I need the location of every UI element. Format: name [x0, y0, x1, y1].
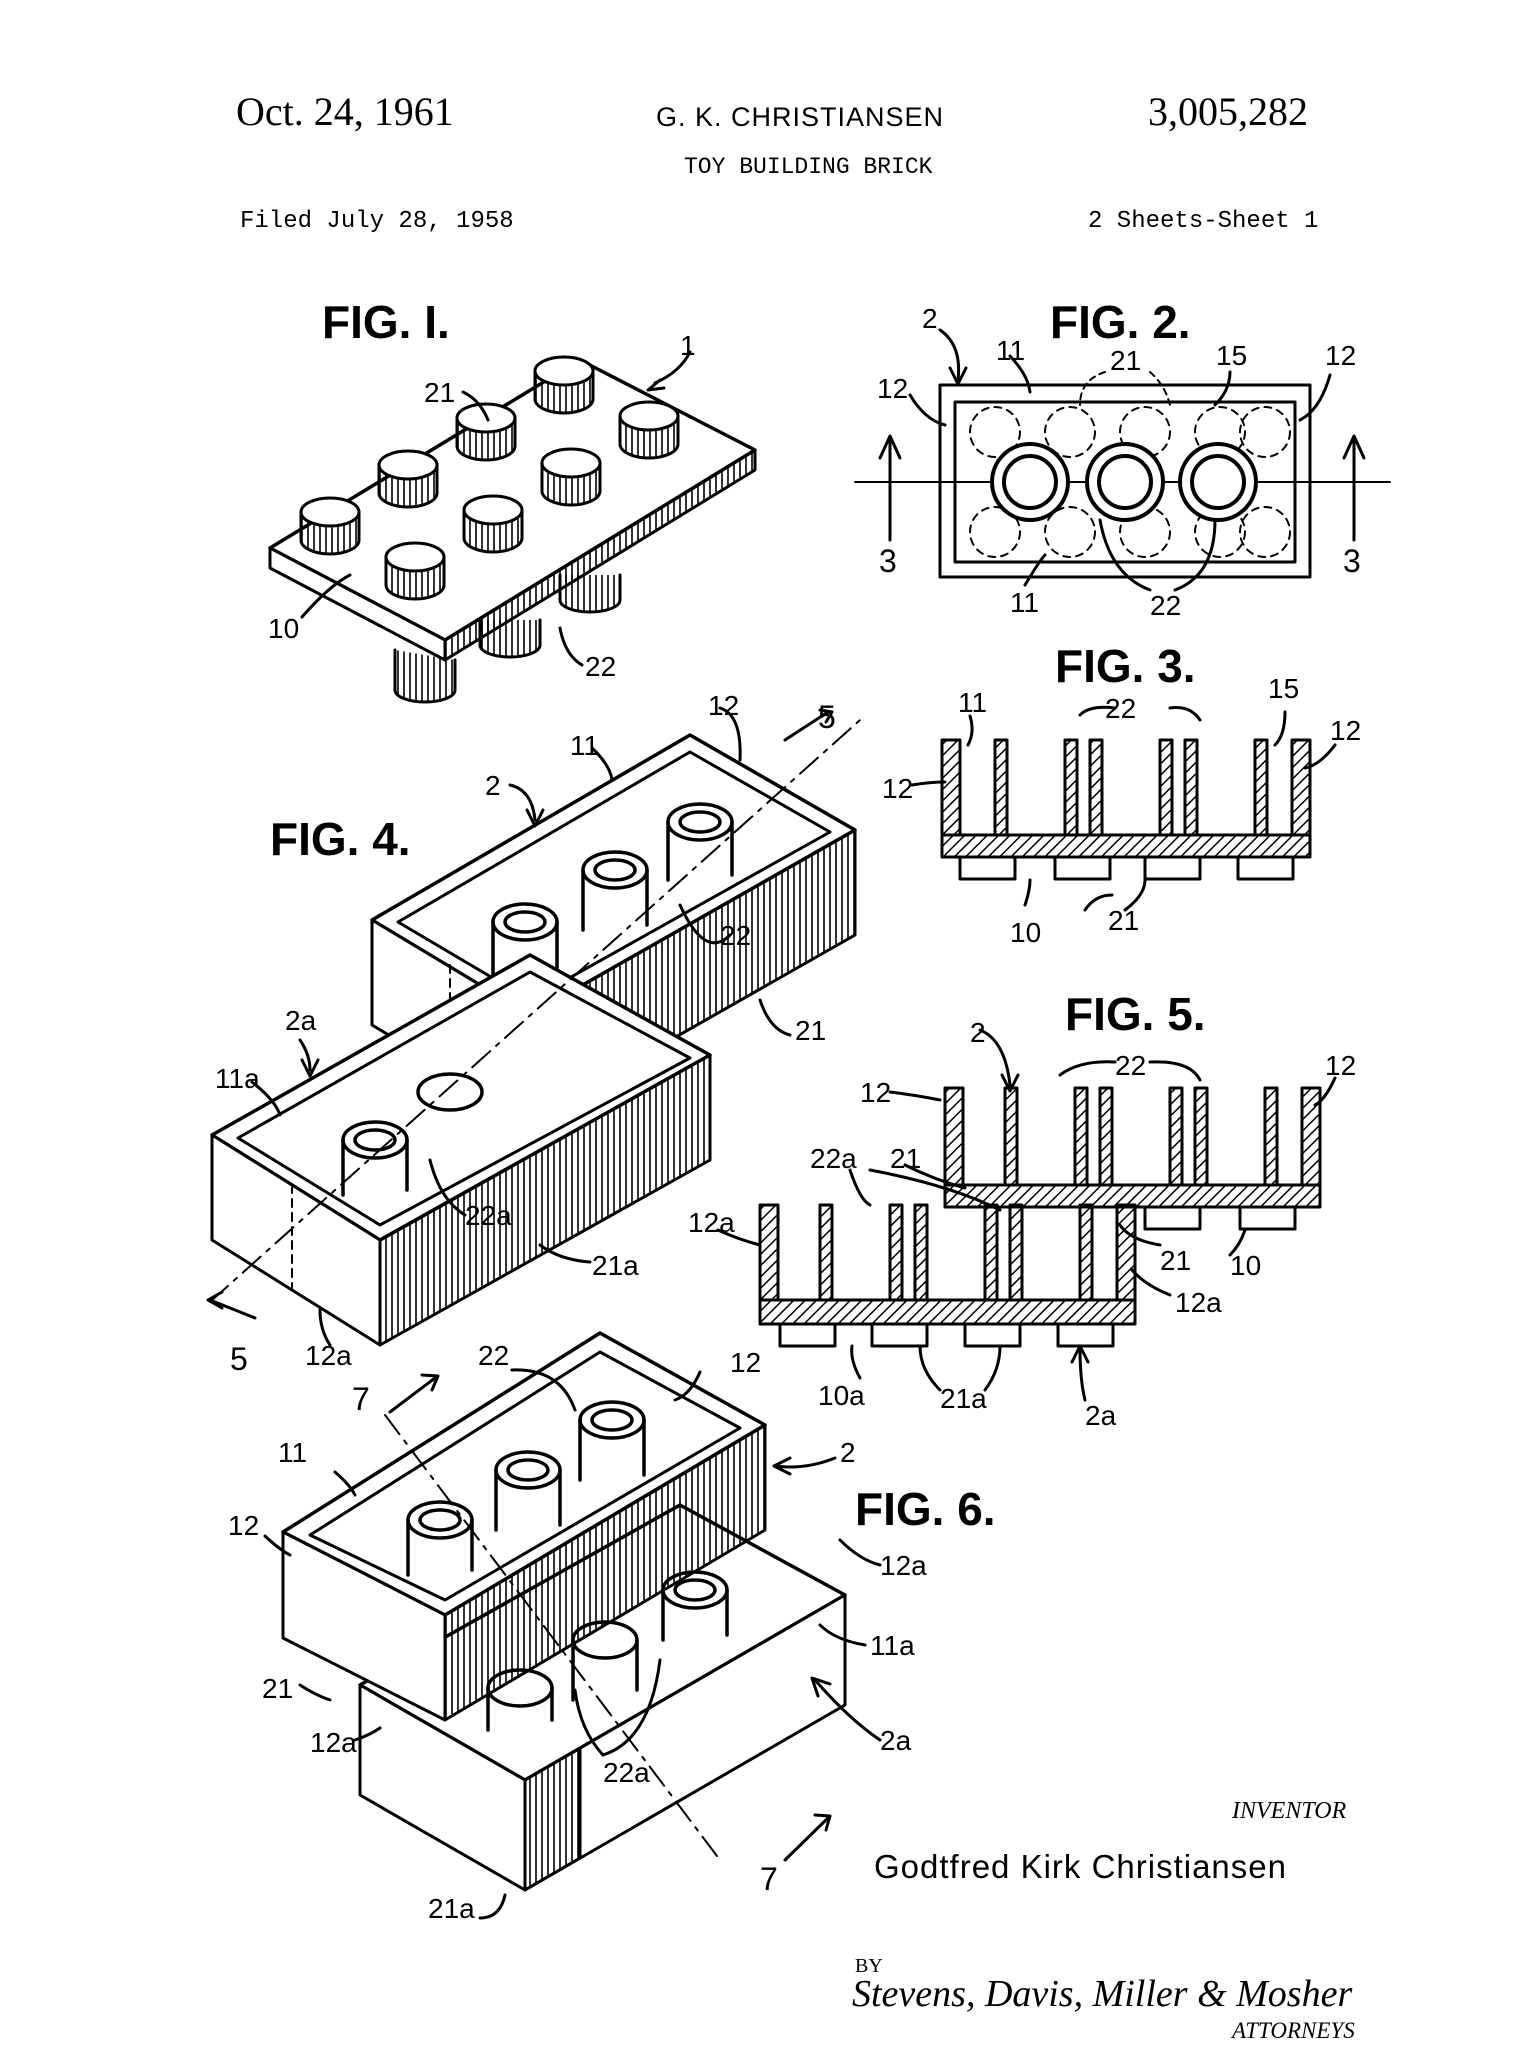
fig6-drawing: FIG. 6. [228, 1331, 996, 1924]
fig3-ref-12-right: 12 [1330, 715, 1361, 746]
fig3-ref-11: 11 [958, 687, 987, 718]
inventor-name: Godtfred Kirk Christiansen [874, 1848, 1287, 1885]
fig6-label: FIG. 6. [855, 1483, 996, 1535]
fig5-ref-12-right: 12 [1325, 1050, 1356, 1081]
fig2-ref-12-right: 12 [1325, 340, 1356, 371]
fig1-drawing: FIG. I. 1 21 10 22 [268, 296, 757, 704]
fig1-ref-22: 22 [585, 651, 616, 682]
by-label: BY [855, 1955, 883, 1977]
fig4-drawing: FIG. 4. [206, 690, 861, 1377]
fig2-ref-3-left: 3 [879, 543, 897, 579]
fig4-ref-5-top: 5 [818, 699, 836, 735]
fig4-ref-21a: 21a [592, 1250, 639, 1281]
fig5-ref-12a-left: 12a [688, 1207, 735, 1238]
fig4-ref-5-bottom: 5 [230, 1341, 248, 1377]
patent-number: 3,005,282 [1148, 89, 1308, 134]
fig5-ref-22a: 22a [810, 1143, 857, 1174]
fig4-ref-11a: 11a [215, 1063, 260, 1094]
stud-top [618, 400, 680, 432]
fig4-label: FIG. 4. [270, 813, 411, 865]
fig1-ref-1: 1 [680, 330, 696, 361]
fig2-ref-11-bottom: 11 [1010, 587, 1039, 618]
fig3-ref-12-left: 12 [882, 773, 913, 804]
fig6-ref-22a: 22a [603, 1757, 650, 1788]
fig5-ref-2: 2 [970, 1017, 986, 1048]
fig4-ref-21: 21 [795, 1015, 826, 1046]
fig6-ref-7-top: 7 [352, 1381, 370, 1417]
fig3-label: FIG. 3. [1055, 640, 1196, 692]
fig2-ref-2: 2 [922, 303, 938, 334]
fig2-ref-12-left: 12 [877, 373, 908, 404]
fig6-ref-21: 21 [262, 1673, 293, 1704]
fig4-ref-22a: 22a [465, 1200, 512, 1231]
fig6-ref-7-bottom: 7 [760, 1861, 778, 1897]
fig6-ref-12a-left: 12a [310, 1727, 357, 1758]
fig4-ref-2a: 2a [285, 1005, 317, 1036]
fig4-ref-22: 22 [720, 920, 751, 951]
fig5-ref-2a: 2a [1085, 1400, 1117, 1431]
fig2-drawing: FIG. 2. [854, 296, 1391, 621]
fig3-ref-22: 22 [1105, 693, 1136, 724]
fig4-ref-12a: 12a [305, 1340, 352, 1371]
stud-top [540, 447, 602, 479]
fig5-ref-12a-right: 12a [1175, 1287, 1222, 1318]
fig6-ref-2: 2 [840, 1437, 856, 1468]
fig1-ref-10: 10 [268, 613, 299, 644]
fig4-ref-2: 2 [485, 770, 501, 801]
attorneys-signature: Stevens, Davis, Miller & Mosher [852, 1973, 1353, 2015]
stud-top [462, 494, 524, 526]
fig2-ref-15: 15 [1216, 340, 1247, 371]
inventor-label: INVENTOR [1232, 1798, 1347, 1824]
fig5-ref-21a: 21a [940, 1383, 987, 1414]
stud-top [299, 496, 361, 528]
fig6-ref-12a-right: 12a [880, 1550, 927, 1581]
fig2-ref-22: 22 [1150, 590, 1181, 621]
fig5-ref-22: 22 [1115, 1050, 1146, 1081]
fig6-ref-21a: 21a [428, 1893, 475, 1924]
fig3-drawing: FIG. 3. [882, 640, 1361, 948]
fig3-ref-15: 15 [1268, 673, 1299, 704]
fig6-ref-12-top: 12 [730, 1347, 761, 1378]
fig5-drawing: FIG. 5. [688, 988, 1356, 1431]
fig2-ref-21: 21 [1110, 345, 1141, 376]
fig2-ref-3-right: 3 [1343, 543, 1361, 579]
header-inventor-name: G. K. CHRISTIANSEN [656, 102, 945, 132]
fig2-label: FIG. 2. [1050, 296, 1191, 348]
stud-top [533, 355, 595, 387]
fig3-ref-21: 21 [1108, 905, 1139, 936]
sheet-count: 2 Sheets-Sheet 1 [1088, 208, 1319, 235]
fig1-label: FIG. I. [322, 296, 450, 348]
filed-date: Filed July 28, 1958 [240, 208, 514, 235]
fig5-label: FIG. 5. [1065, 988, 1206, 1040]
fig2-ref-11: 11 [996, 335, 1025, 366]
fig5-ref-10: 10 [1230, 1250, 1261, 1281]
fig6-ref-12-left: 12 [228, 1510, 259, 1541]
fig5-ref-21-lower: 21 [1160, 1245, 1191, 1276]
stud-top [377, 449, 439, 481]
fig6-ref-2a: 2a [880, 1725, 912, 1756]
fig4-ref-12: 12 [708, 690, 739, 721]
patent-title: TOY BUILDING BRICK [684, 154, 933, 180]
fig5-ref-21-upper: 21 [890, 1143, 921, 1174]
fig5-ref-12-left: 12 [860, 1077, 891, 1108]
fig1-ref-21: 21 [424, 377, 455, 408]
fig6-ref-11: 11 [278, 1437, 307, 1468]
attorneys-label: ATTORNEYS [1232, 2018, 1355, 2043]
fig6-ref-11a: 11a [870, 1630, 915, 1661]
fig3-ref-10: 10 [1010, 917, 1041, 948]
patent-date: Oct. 24, 1961 [236, 89, 454, 134]
fig4-ref-11: 11 [570, 730, 599, 761]
stud-top [384, 541, 446, 573]
fig5-ref-10a: 10a [818, 1380, 865, 1411]
fig6-ref-22: 22 [478, 1340, 509, 1371]
